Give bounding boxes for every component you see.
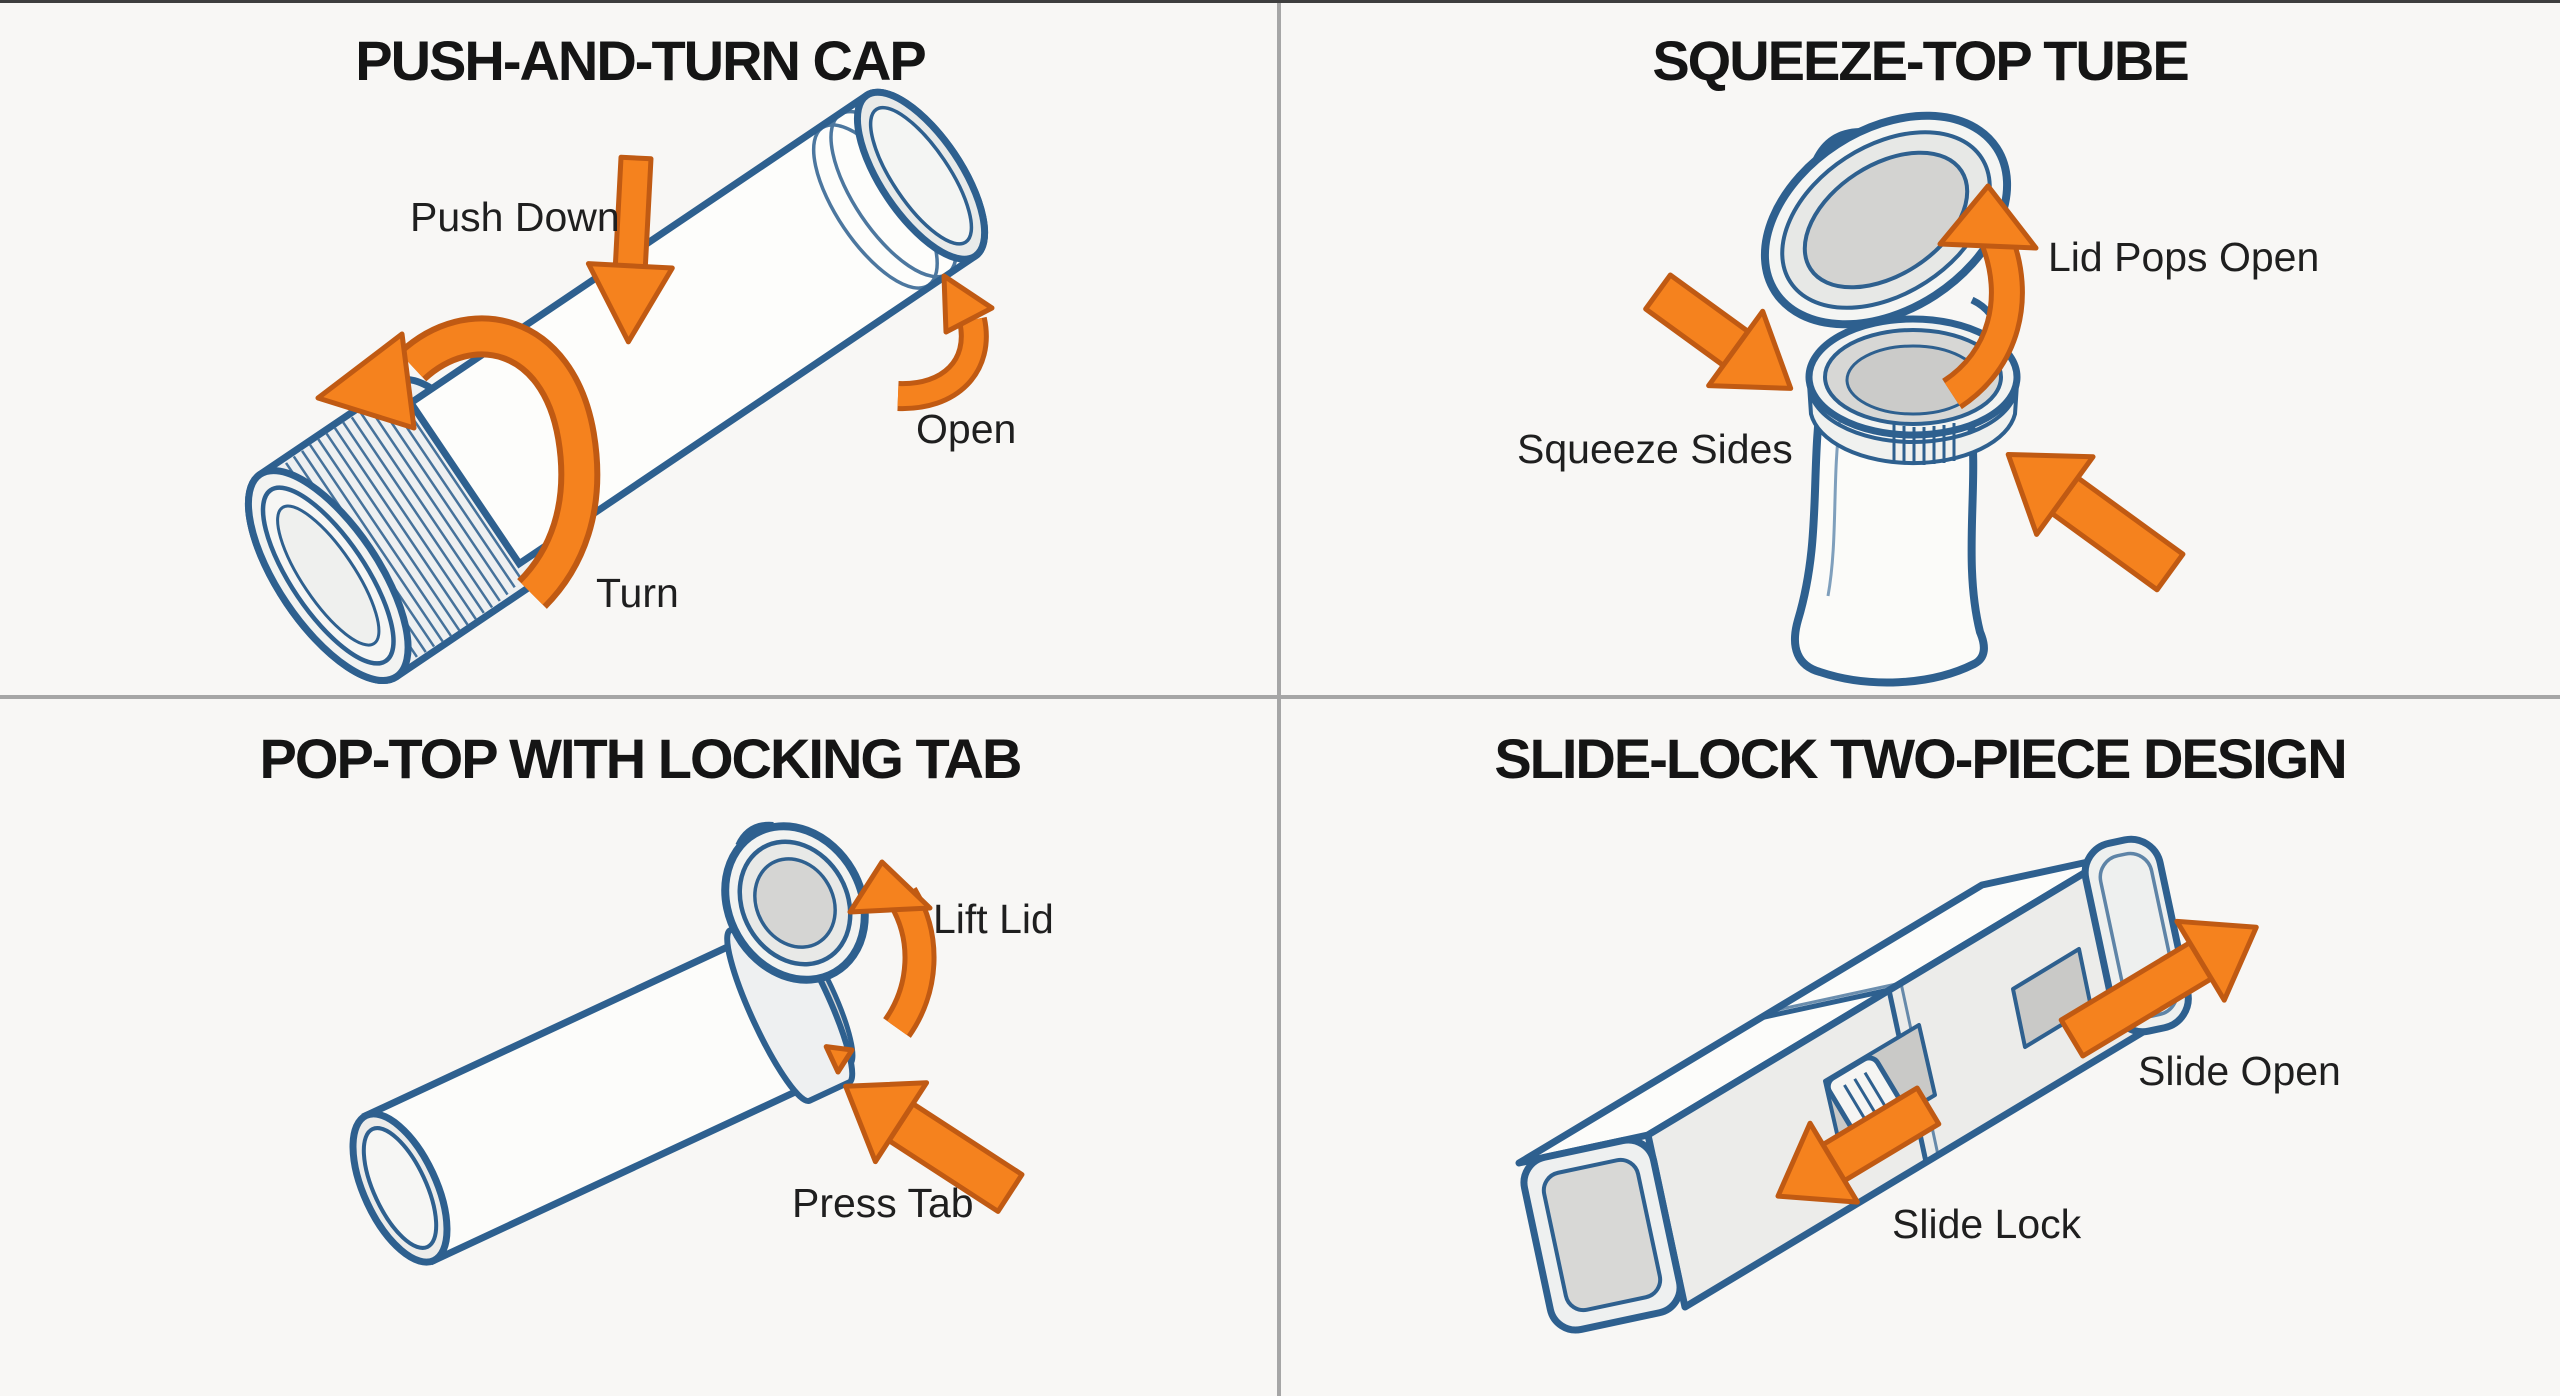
pill-tube (244, 88, 989, 684)
open-arrow (897, 273, 995, 412)
slide-open-arrow (2058, 918, 2259, 1059)
panel-push-and-turn-cap: PUSH-AND-TURN CAP (0, 0, 1280, 698)
lid-pops-open-arrow (1937, 183, 2039, 410)
cup-rim (1805, 315, 2021, 466)
press-tab-arrow (843, 1080, 1025, 1214)
push-down-arrow (585, 154, 675, 345)
lift-lid-arrow (847, 859, 937, 1038)
push-and-turn-cap-illustration (244, 88, 995, 684)
inner-piece-window (2011, 947, 2093, 1049)
tube-flexible-body (1791, 388, 1988, 687)
squeeze-top-tube-illustration (1643, 111, 2186, 687)
open-label: Open (916, 406, 1017, 452)
slide-open-label: Slide Open (2138, 1048, 2341, 1094)
push-down-label: Push Down (410, 194, 620, 240)
vial-mouth-inner (361, 1126, 439, 1250)
cap-front-center (276, 504, 381, 647)
panel-title: POP-TOP WITH LOCKING TAB (259, 727, 1023, 790)
lift-lid-label: Lift Lid (933, 896, 1054, 942)
squeeze-left-arrow (1643, 272, 1794, 391)
slide-lock-arrow (1775, 1085, 1942, 1205)
tube-mouth-inner (868, 105, 974, 246)
panel-pop-top-with-locking-tab: POP-TOP WITH LOCKING TAB Lift Lid Press (0, 698, 1280, 1396)
panel-slide-lock-two-piece: SLIDE-LOCK TWO-PIECE DESIGN (1280, 698, 2560, 1396)
sleeve-front-face (1520, 1136, 1684, 1334)
lid-pops-open-label: Lid Pops Open (2048, 234, 2320, 280)
locking-tab-marker (823, 1044, 855, 1075)
panel-title: SQUEEZE-TOP TUBE (1652, 29, 2189, 92)
panel-title: PUSH-AND-TURN CAP (355, 29, 927, 92)
slide-lock-label: Slide Lock (1892, 1201, 2082, 1247)
turn-arrow (315, 315, 601, 609)
turn-label: Turn (596, 570, 679, 616)
grid-divider-horizontal (0, 695, 2560, 699)
press-tab-label: Press Tab (792, 1180, 974, 1226)
slide-lock-illustration (1515, 835, 2259, 1334)
latch-ribs (1892, 423, 1956, 465)
open-lid (1760, 111, 2012, 329)
pop-top-illustration (349, 821, 1025, 1266)
squeeze-sides-label: Squeeze Sides (1517, 426, 1793, 472)
frame-top-edge (0, 0, 2560, 3)
panel-squeeze-top-tube: SQUEEZE-TOP TUBE (1280, 0, 2560, 698)
open-lid (721, 821, 869, 984)
squeeze-right-arrow (2005, 451, 2186, 593)
panel-title: SLIDE-LOCK TWO-PIECE DESIGN (1494, 727, 2347, 790)
